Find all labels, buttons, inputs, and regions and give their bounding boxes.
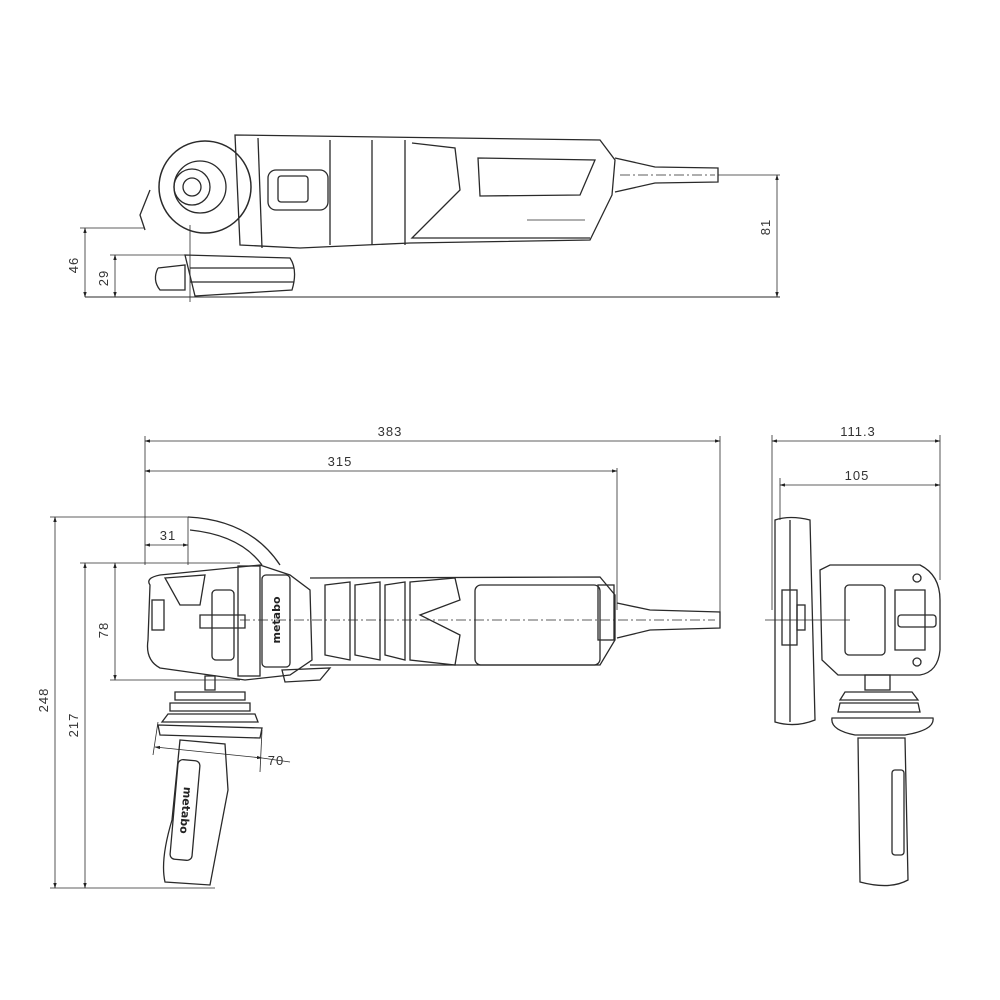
dim-46: 46 bbox=[66, 257, 81, 273]
dim-78: 78 bbox=[96, 622, 111, 638]
dim-31: 31 bbox=[160, 528, 176, 543]
dim-315: 315 bbox=[328, 454, 353, 469]
brand-logo-handle: metabo bbox=[177, 786, 194, 834]
brand-logo-head: metabo bbox=[270, 596, 283, 643]
front-view bbox=[765, 435, 941, 887]
dim-111-3: 111.3 bbox=[840, 424, 876, 439]
dim-105: 105 bbox=[845, 468, 870, 483]
side-view bbox=[50, 436, 721, 889]
dim-70: 70 bbox=[268, 753, 284, 768]
dim-217: 217 bbox=[66, 713, 81, 738]
dim-81: 81 bbox=[758, 219, 773, 235]
dim-29: 29 bbox=[96, 270, 111, 286]
dim-383: 383 bbox=[378, 424, 403, 439]
dim-248: 248 bbox=[36, 688, 51, 713]
top-view bbox=[80, 134, 780, 302]
